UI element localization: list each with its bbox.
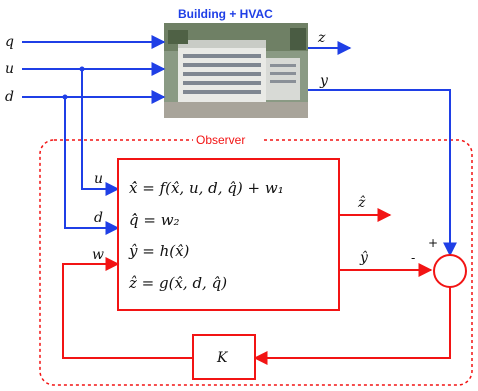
observer-input-w-label: w [92,247,104,263]
junction-d [63,95,68,100]
equation-parameter: q̂̇ = w₂ [129,211,180,229]
output-y-label: y [319,73,329,89]
summing-junction [434,255,466,287]
observer-input-d-label: d [94,210,103,226]
input-d-label: d [5,89,14,105]
output-z-label: z [317,30,326,46]
plus-sign: + [428,236,438,250]
estimate-y-label: ŷ [359,249,369,266]
junction-u [80,67,85,72]
equation-output: ŷ = h(x̂) [128,242,190,260]
observer-input-u-label: u [94,171,103,187]
input-u-label: u [5,61,14,77]
equation-state: x̂̇ = f(x̂, u, d, q̂) + w₁ [129,179,284,197]
building-photo [164,23,308,118]
minus-sign: - [411,251,415,265]
input-q-label: q [5,34,14,50]
equation-performance: ẑ = g(x̂, d, q̂) [128,274,227,292]
plant-title: Building + HVAC [178,7,273,21]
observer-label: Observer [196,133,245,147]
estimate-z-label: ẑ [357,194,366,211]
gain-label: K [216,350,229,366]
